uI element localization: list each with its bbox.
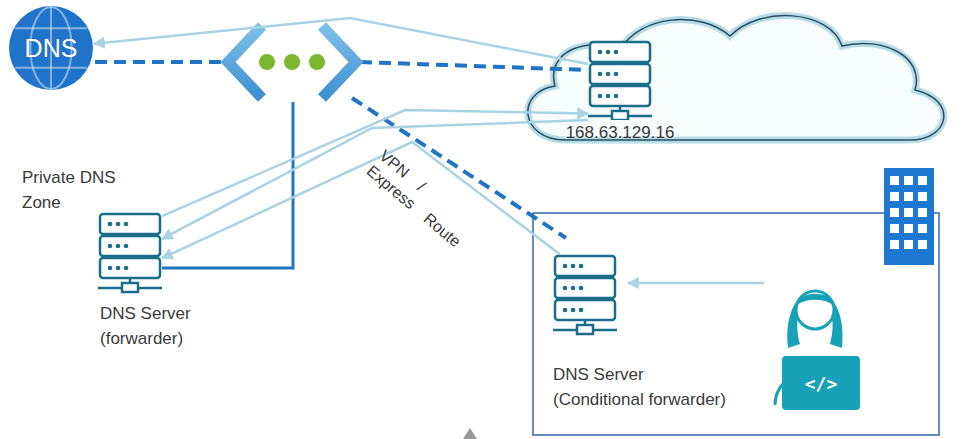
server-unit <box>590 86 650 106</box>
server-unit <box>590 42 650 62</box>
server-led <box>598 50 603 55</box>
server-led <box>579 308 584 313</box>
query-arrow <box>628 282 764 285</box>
building-windows <box>890 176 927 249</box>
ip-address: 168.63.129.16 <box>558 120 682 145</box>
server-led <box>571 286 576 291</box>
dot <box>259 54 275 70</box>
server-unit <box>590 64 650 84</box>
server-led <box>124 222 129 227</box>
dashed-link <box>360 62 588 70</box>
server-led <box>563 264 568 269</box>
server-icon <box>588 40 652 120</box>
vnet-link <box>162 102 293 268</box>
server-led <box>606 50 611 55</box>
chevron <box>228 26 262 98</box>
server-unit <box>555 256 615 276</box>
developer-hair <box>787 291 842 348</box>
server-port <box>577 325 593 334</box>
server-led <box>598 94 603 99</box>
server-led <box>571 308 576 313</box>
server-unit <box>100 214 160 234</box>
server-icon <box>98 212 162 296</box>
server-unit <box>100 236 160 256</box>
dot <box>309 54 325 70</box>
server-unit <box>555 300 615 320</box>
globe-disc <box>9 6 93 90</box>
building-body <box>884 168 934 265</box>
node-label: Private DNS Zone <box>22 165 132 215</box>
server-led <box>563 286 568 291</box>
server-led <box>579 286 584 291</box>
server-led <box>579 264 584 269</box>
server-led <box>108 222 113 227</box>
server-led <box>116 244 121 249</box>
developer-head <box>796 291 834 329</box>
dashed-link <box>95 60 224 64</box>
node-label: DNS Server (Conditional forwarder) <box>553 362 733 412</box>
globe-parallel <box>15 27 87 29</box>
link-label: VPN / Express Route <box>362 146 486 259</box>
server-led <box>124 266 129 271</box>
server-node: DNS Server (forwarder) <box>98 212 162 296</box>
globe-parallel <box>15 67 87 69</box>
code-symbol: </> <box>791 372 851 396</box>
cloud-shape <box>528 16 944 140</box>
server-led <box>614 94 619 99</box>
server-node: 168.63.129.16 <box>588 40 652 120</box>
slide-marker <box>463 428 477 439</box>
dns-zone-icon: DNSPrivate DNS Zone <box>8 5 94 91</box>
connector-group <box>94 18 588 258</box>
server-led <box>614 50 619 55</box>
icon-text: DNS <box>8 5 94 91</box>
server-port <box>122 283 138 292</box>
cloud-outline <box>528 16 944 140</box>
server-led <box>606 72 611 77</box>
server-unit <box>100 258 160 278</box>
server-led <box>116 266 121 271</box>
server-led <box>571 264 576 269</box>
server-led <box>606 94 611 99</box>
building-icon <box>884 168 934 265</box>
server-icon <box>553 254 617 338</box>
virtual-network-icon <box>228 26 356 98</box>
flow-arrow <box>94 18 588 64</box>
cloud-halo <box>528 16 944 140</box>
server-node: DNS Server (Conditional forwarder) <box>553 254 617 338</box>
node-label: DNS Server (forwarder) <box>100 301 220 351</box>
dot <box>284 54 300 70</box>
server-led <box>108 244 113 249</box>
server-unit <box>555 278 615 298</box>
chevron <box>322 26 356 98</box>
on-premises-boundary <box>533 213 939 435</box>
server-led <box>108 266 113 271</box>
server-led <box>116 222 121 227</box>
flow-arrow <box>162 142 559 258</box>
server-led <box>124 244 129 249</box>
developer-icon <box>775 291 860 410</box>
server-port <box>612 111 628 120</box>
server-led <box>598 72 603 77</box>
server-led <box>614 72 619 77</box>
developer-fringe <box>796 294 834 305</box>
server-led <box>563 308 568 313</box>
laptop <box>782 356 860 410</box>
